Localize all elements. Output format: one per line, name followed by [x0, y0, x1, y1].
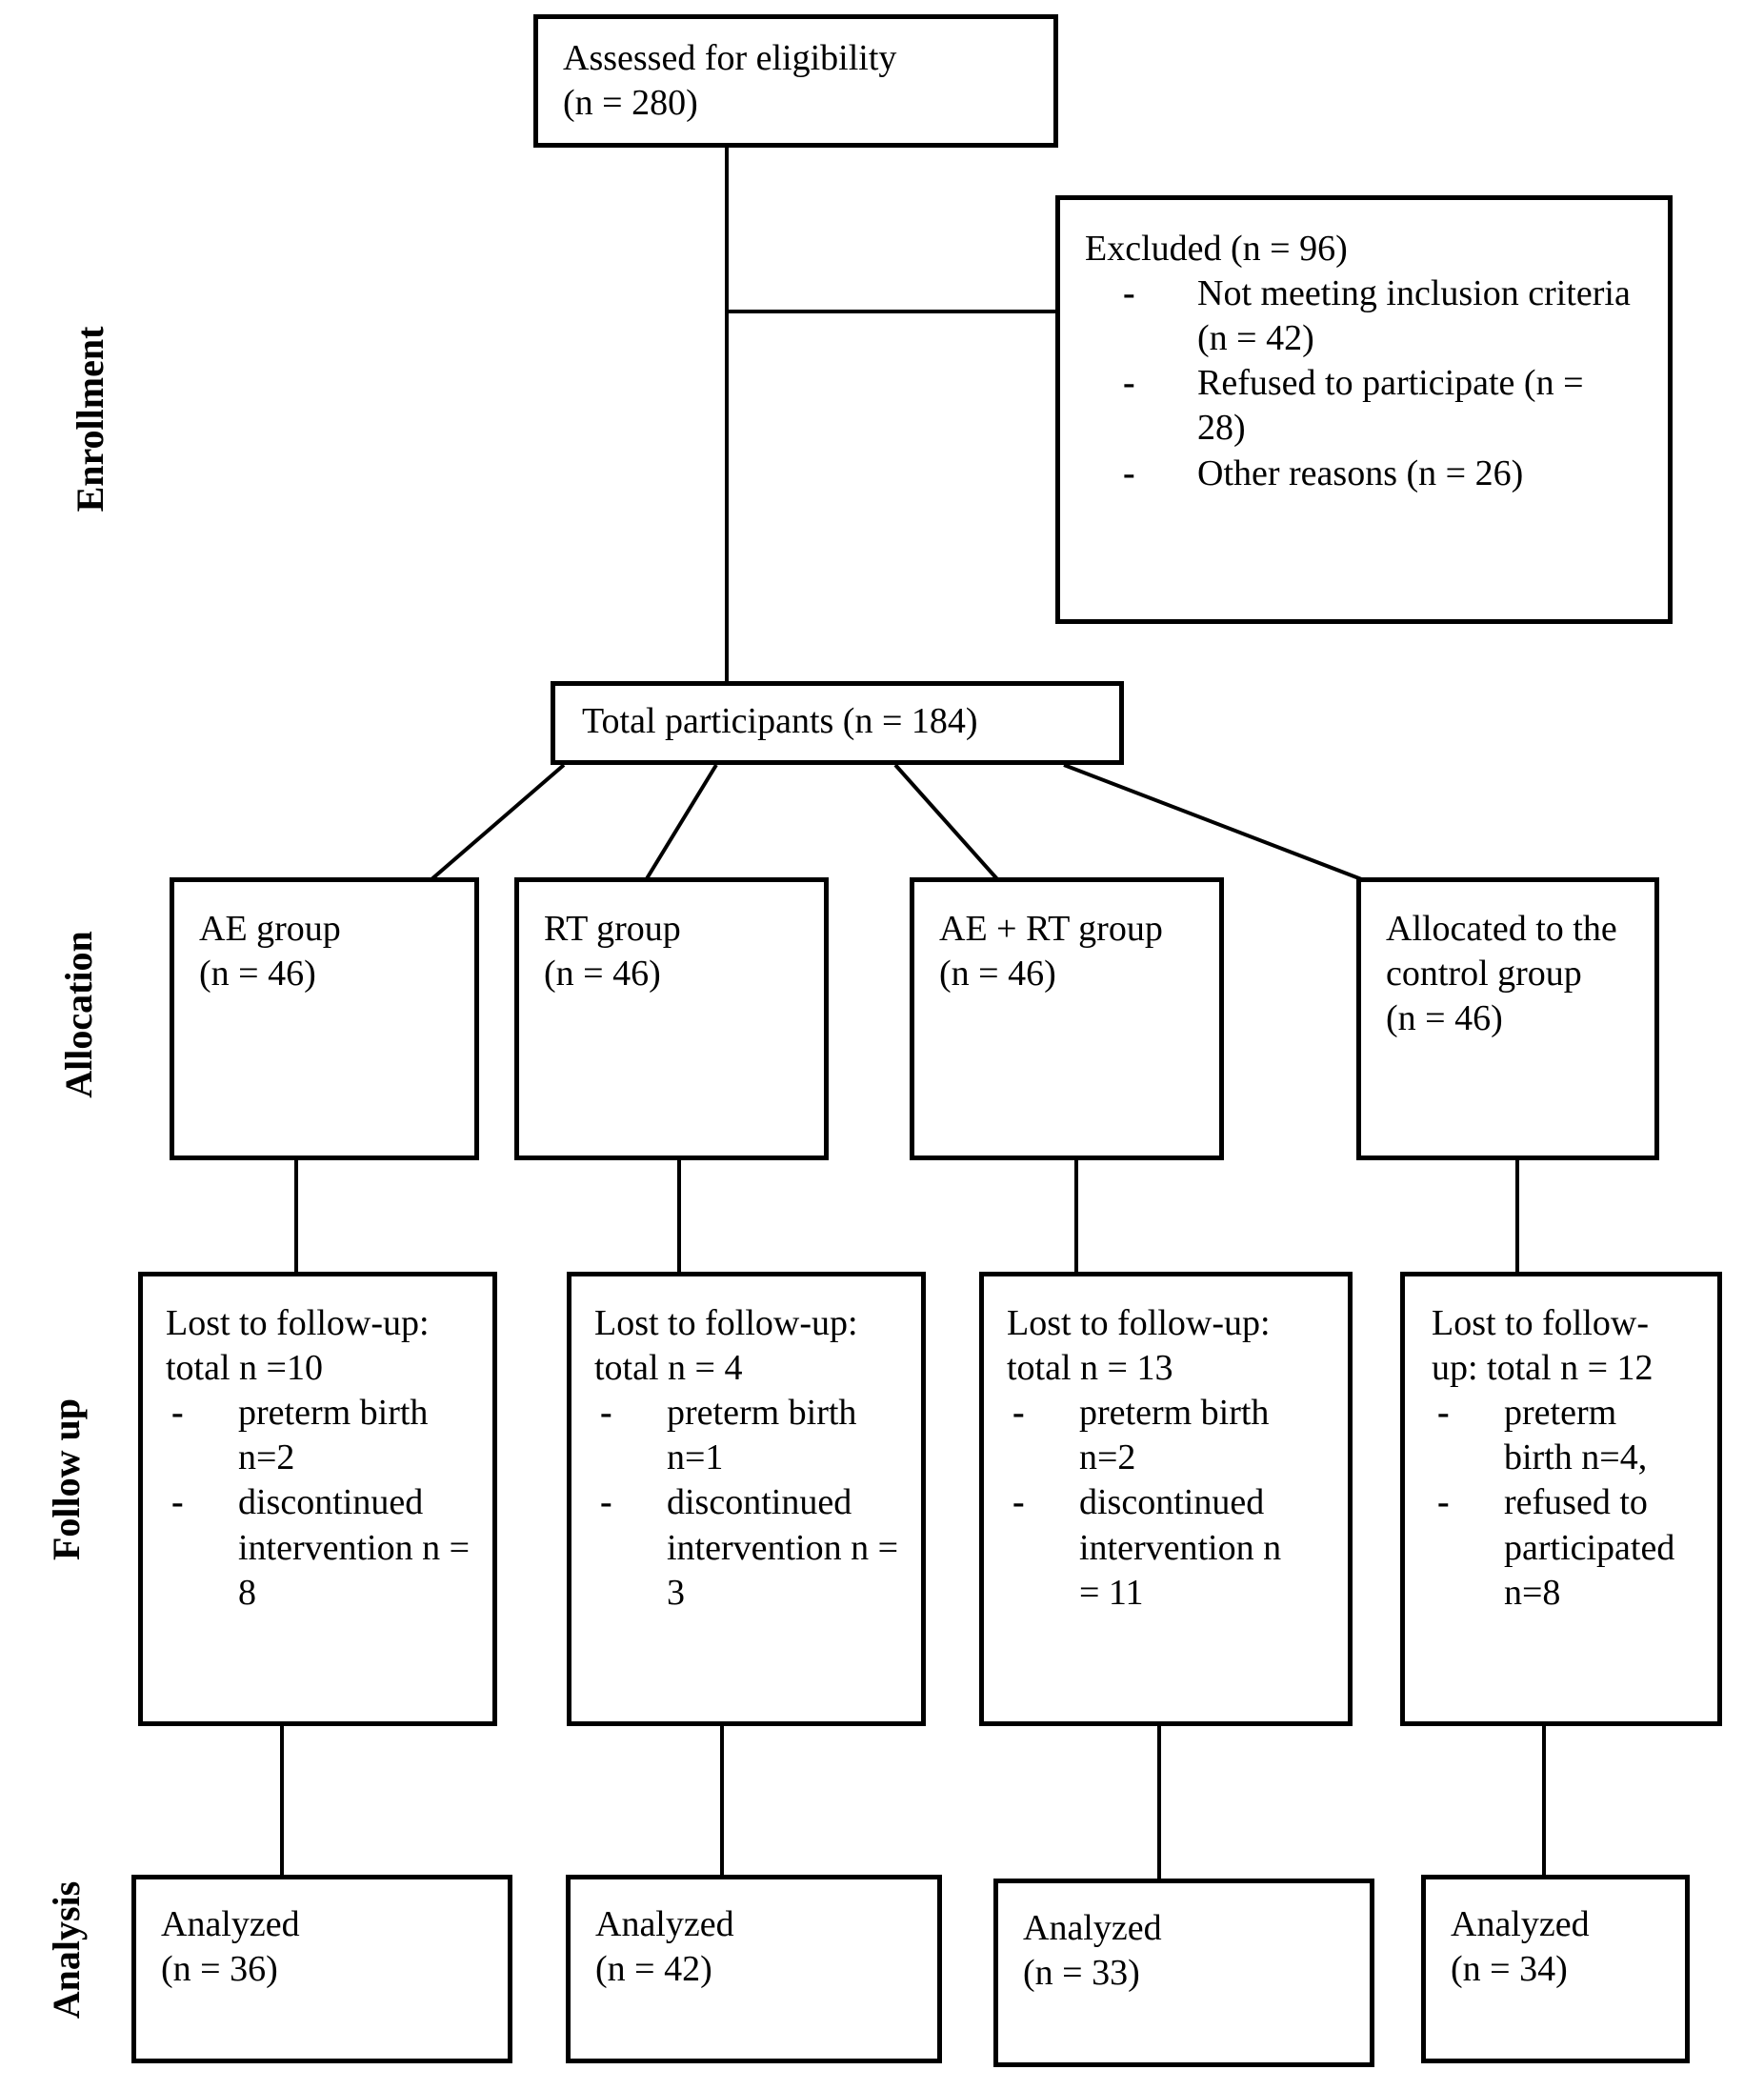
followup-item-text: preterm birth n=2	[1079, 1393, 1270, 1478]
analyzed-box-aert: Analyzed (n = 33)	[993, 1879, 1374, 2067]
allocation-box-ae: AE group (n = 46)	[170, 877, 479, 1160]
followup-item: - preterm birth n=4,	[1432, 1391, 1685, 1480]
group-n: (n = 46)	[199, 954, 316, 995]
assessed-line1: Assessed for eligibility	[563, 38, 897, 78]
analyzed-box-control: Analyzed (n = 34)	[1421, 1875, 1690, 2063]
excluded-item: - Refused to participate (n = 28)	[1085, 361, 1651, 451]
stage-label-enrollment: Enrollment	[69, 326, 111, 512]
followup-title: Lost to follow-up: total n = 13	[1007, 1303, 1271, 1389]
group-n: (n = 46)	[544, 954, 661, 995]
analyzed-box-rt: Analyzed (n = 42)	[566, 1875, 942, 2063]
dash-bullet: -	[1012, 1482, 1025, 1523]
group-n: (n = 46)	[939, 954, 1056, 995]
dash-bullet: -	[1123, 273, 1135, 314]
analyzed-box-ae: Analyzed (n = 36)	[131, 1875, 512, 2063]
excluded-item: - Other reasons (n = 26)	[1085, 452, 1651, 496]
analyzed-n: (n = 34)	[1451, 1949, 1568, 1990]
followup-title: Lost to follow-up: total n = 12	[1432, 1303, 1654, 1389]
dash-bullet: -	[171, 1393, 184, 1434]
excluded-item-text: Not meeting inclusion criteria (n = 42)	[1197, 273, 1631, 359]
dash-bullet: -	[600, 1482, 612, 1523]
analyzed-label: Analyzed	[1451, 1904, 1590, 1944]
dash-bullet: -	[1437, 1393, 1450, 1434]
analyzed-n: (n = 36)	[161, 1949, 278, 1990]
analyzed-label: Analyzed	[595, 1904, 734, 1944]
followup-item-text: discontinued intervention n = 3	[667, 1482, 899, 1613]
followup-item-text: preterm birth n=2	[238, 1393, 429, 1478]
followup-box-ae: Lost to follow-up: total n =10 - preterm…	[138, 1272, 497, 1726]
stage-label-allocation: Allocation	[57, 931, 100, 1098]
followup-title: Lost to follow-up: total n =10	[166, 1303, 430, 1389]
group-label: AE group	[199, 909, 341, 949]
followup-item-text: discontinued intervention n = 8	[238, 1482, 471, 1613]
followup-box-rt: Lost to follow-up: total n = 4 - preterm…	[567, 1272, 926, 1726]
total-participants-box: Total participants (n = 184)	[551, 681, 1124, 765]
excluded-title: Excluded (n = 96)	[1085, 229, 1348, 269]
excluded-box: Excluded (n = 96) - Not meeting inclusio…	[1055, 195, 1673, 624]
excluded-item-text: Refused to participate (n = 28)	[1197, 363, 1584, 449]
followup-item: - discontinued intervention n = 8	[166, 1480, 483, 1615]
followup-item-text: preterm birth n=4,	[1504, 1393, 1648, 1478]
stage-label-analysis: Analysis	[45, 1880, 88, 2020]
connector-total-control	[1063, 763, 1365, 882]
total-participants-text: Total participants (n = 184)	[582, 701, 978, 741]
analyzed-n: (n = 33)	[1023, 1953, 1140, 1994]
followup-item: - refused to participated n=8	[1432, 1480, 1685, 1615]
group-n: (n = 46)	[1386, 998, 1503, 1039]
followup-item: - preterm birth n=1	[594, 1391, 908, 1480]
dash-bullet: -	[1123, 452, 1135, 493]
allocation-box-control: Allocated to the control group (n = 46)	[1356, 877, 1659, 1160]
connector-total-aert	[893, 763, 1000, 882]
followup-item: - discontinued intervention n = 3	[594, 1480, 908, 1615]
dash-bullet: -	[1012, 1393, 1025, 1434]
connector-total-ae	[429, 763, 566, 882]
assessed-box: Assessed for eligibility (n = 280)	[533, 14, 1058, 148]
assessed-line2: (n = 280)	[563, 83, 698, 124]
analyzed-n: (n = 42)	[595, 1949, 712, 1990]
dash-bullet: -	[1123, 363, 1135, 404]
allocation-box-rt: RT group (n = 46)	[514, 877, 829, 1160]
dash-bullet: -	[1437, 1482, 1450, 1523]
excluded-item: - Not meeting inclusion criteria (n = 42…	[1085, 271, 1651, 361]
group-label: RT group	[544, 909, 681, 949]
followup-item-text: refused to participated n=8	[1504, 1482, 1675, 1613]
followup-title: Lost to follow-up: total n = 4	[594, 1303, 858, 1389]
followup-box-aert: Lost to follow-up: total n = 13 - preter…	[979, 1272, 1353, 1726]
allocation-box-aert: AE + RT group (n = 46)	[910, 877, 1224, 1160]
analyzed-label: Analyzed	[1023, 1908, 1162, 1948]
dash-bullet: -	[600, 1393, 612, 1434]
followup-item-text: discontinued intervention n = 11	[1079, 1482, 1282, 1613]
followup-item-text: preterm birth n=1	[667, 1393, 857, 1478]
group-label: Allocated to the control group	[1386, 909, 1617, 995]
stage-label-followup: Follow up	[45, 1397, 88, 1561]
followup-item: - discontinued intervention n = 11	[1007, 1480, 1315, 1615]
connector-total-rt	[644, 763, 718, 882]
followup-item: - preterm birth n=2	[1007, 1391, 1315, 1480]
followup-item: - preterm birth n=2	[166, 1391, 483, 1480]
dash-bullet: -	[171, 1482, 184, 1523]
group-label: AE + RT group	[939, 909, 1163, 949]
analyzed-label: Analyzed	[161, 1904, 300, 1944]
excluded-item-text: Other reasons (n = 26)	[1197, 452, 1524, 493]
followup-box-control: Lost to follow-up: total n = 12 - preter…	[1400, 1272, 1722, 1726]
